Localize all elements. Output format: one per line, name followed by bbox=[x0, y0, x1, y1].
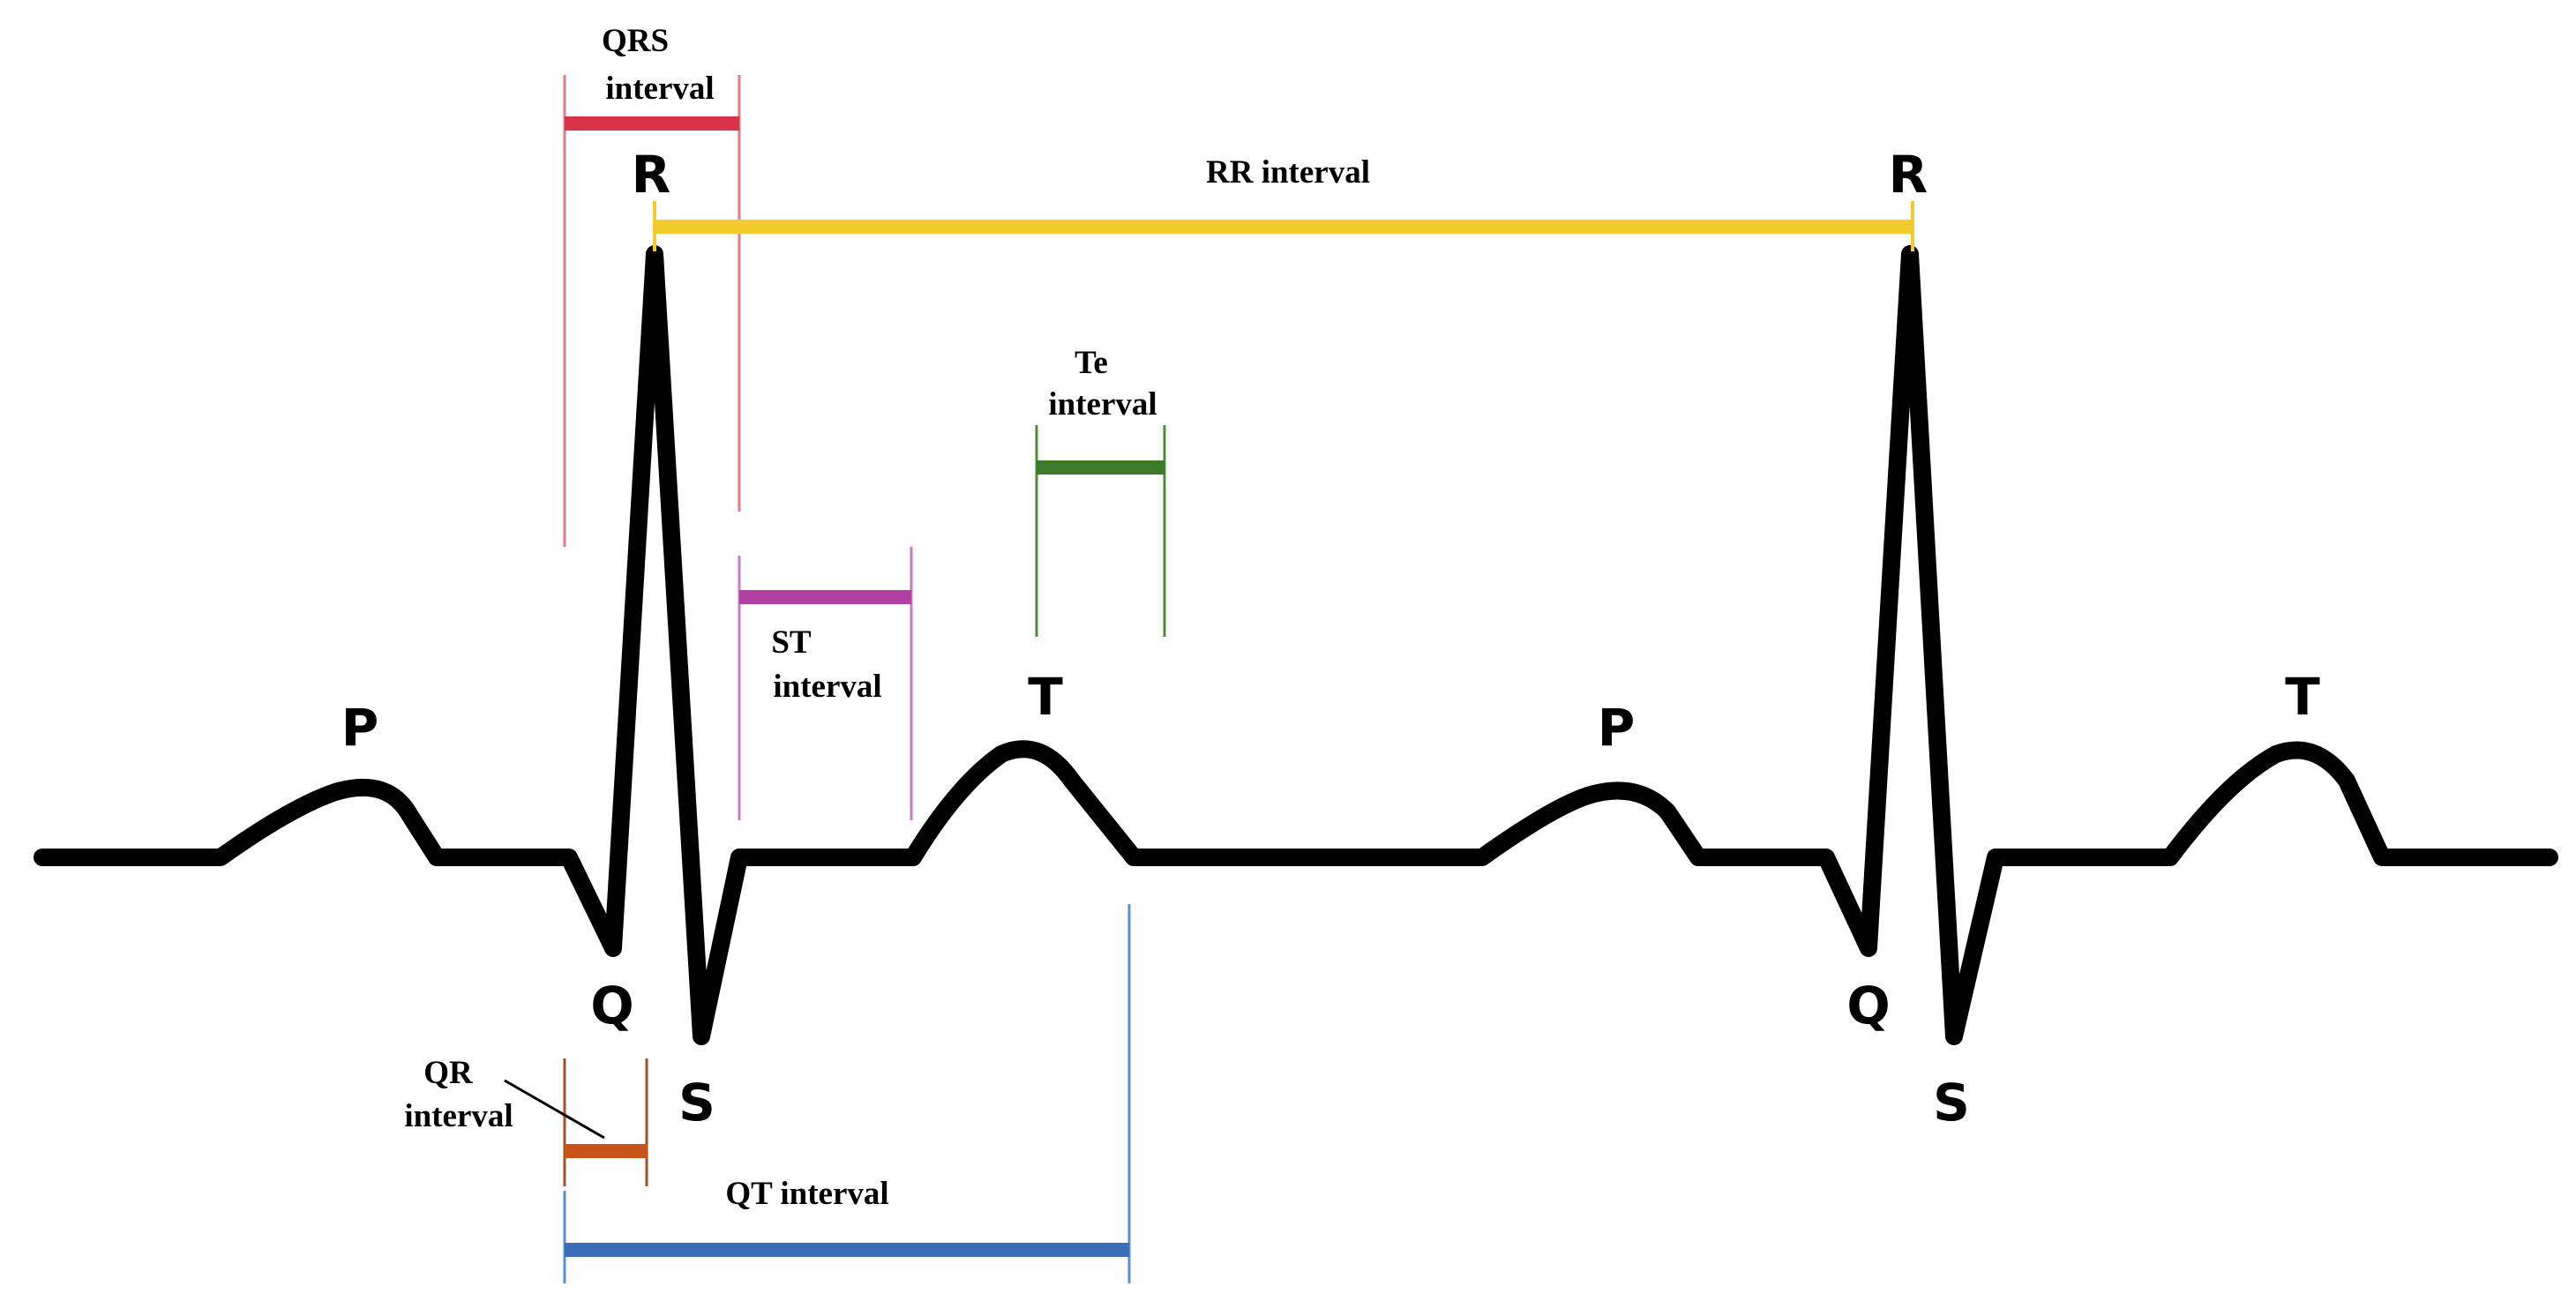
qt-interval-label: QT interval bbox=[725, 1176, 888, 1212]
wave-label-s2: S bbox=[1933, 1073, 1970, 1133]
qr-interval-label-line1: QR bbox=[423, 1055, 474, 1091]
wave-label-q1: Q bbox=[590, 976, 633, 1036]
wave-label-r1: R bbox=[632, 145, 671, 205]
te-interval-marker: Te interval bbox=[1035, 345, 1166, 637]
qt-interval-marker: QT interval bbox=[563, 904, 1131, 1283]
st-interval-marker: ST interval bbox=[738, 547, 913, 820]
wave-label-p2: P bbox=[1598, 698, 1636, 758]
te-interval-label-line1: Te bbox=[1075, 345, 1108, 381]
wave-label-q2: Q bbox=[1846, 976, 1890, 1036]
rr-interval-label: RR interval bbox=[1206, 154, 1370, 191]
st-interval-label-line2: interval bbox=[773, 669, 881, 705]
ecg-trace bbox=[34, 245, 2558, 1045]
qr-interval-marker: QR interval bbox=[404, 1055, 648, 1186]
wave-label-r2: R bbox=[1889, 145, 1928, 205]
wave-label-s1: S bbox=[678, 1073, 715, 1133]
qr-interval-label-line2: interval bbox=[404, 1098, 513, 1134]
qr-pointer-line bbox=[504, 1079, 605, 1140]
wave-label-t1: T bbox=[1028, 667, 1063, 727]
qrs-interval-label-line2: interval bbox=[605, 71, 714, 107]
qrs-interval-label-line1: QRS bbox=[602, 23, 669, 59]
st-interval-label-line1: ST bbox=[771, 624, 812, 661]
te-interval-label-line2: interval bbox=[1048, 386, 1157, 422]
wave-label-p1: P bbox=[341, 698, 379, 758]
wave-label-t2: T bbox=[2285, 667, 2320, 727]
rr-interval-marker: RR interval bbox=[653, 154, 1914, 251]
